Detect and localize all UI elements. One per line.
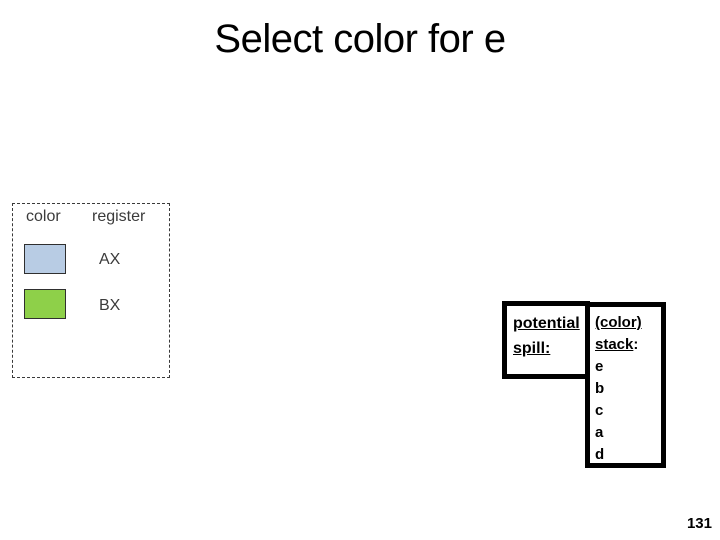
- page-number: 131: [686, 515, 712, 532]
- stack-label-line1: (color): [595, 314, 642, 331]
- stack-label-line2: stack: [595, 336, 634, 353]
- stack-item-c: c: [595, 402, 604, 419]
- stack-item-a: a: [595, 424, 604, 441]
- stack-label-colon: :: [633, 336, 639, 353]
- register-label-ax: AX: [99, 251, 121, 268]
- legend-header-color: color: [26, 208, 61, 225]
- color-swatch-ax: [24, 244, 66, 274]
- stack-item-d: d: [595, 446, 605, 463]
- color-register-legend: color register AX BX: [12, 203, 170, 378]
- color-swatch-bx: [24, 289, 66, 319]
- potential-spill-label-line2: spill:: [513, 340, 551, 357]
- stack-item-b: b: [595, 380, 605, 397]
- potential-spill-label-line1: potential: [513, 315, 580, 332]
- color-stack-box: (color) stack: e b c a d: [585, 302, 666, 468]
- stack-item-e: e: [595, 358, 604, 375]
- legend-header-register: register: [92, 208, 146, 225]
- register-label-bx: BX: [99, 297, 121, 314]
- potential-spill-box: potential spill:: [502, 301, 590, 379]
- page-title: Select color for e: [214, 17, 506, 61]
